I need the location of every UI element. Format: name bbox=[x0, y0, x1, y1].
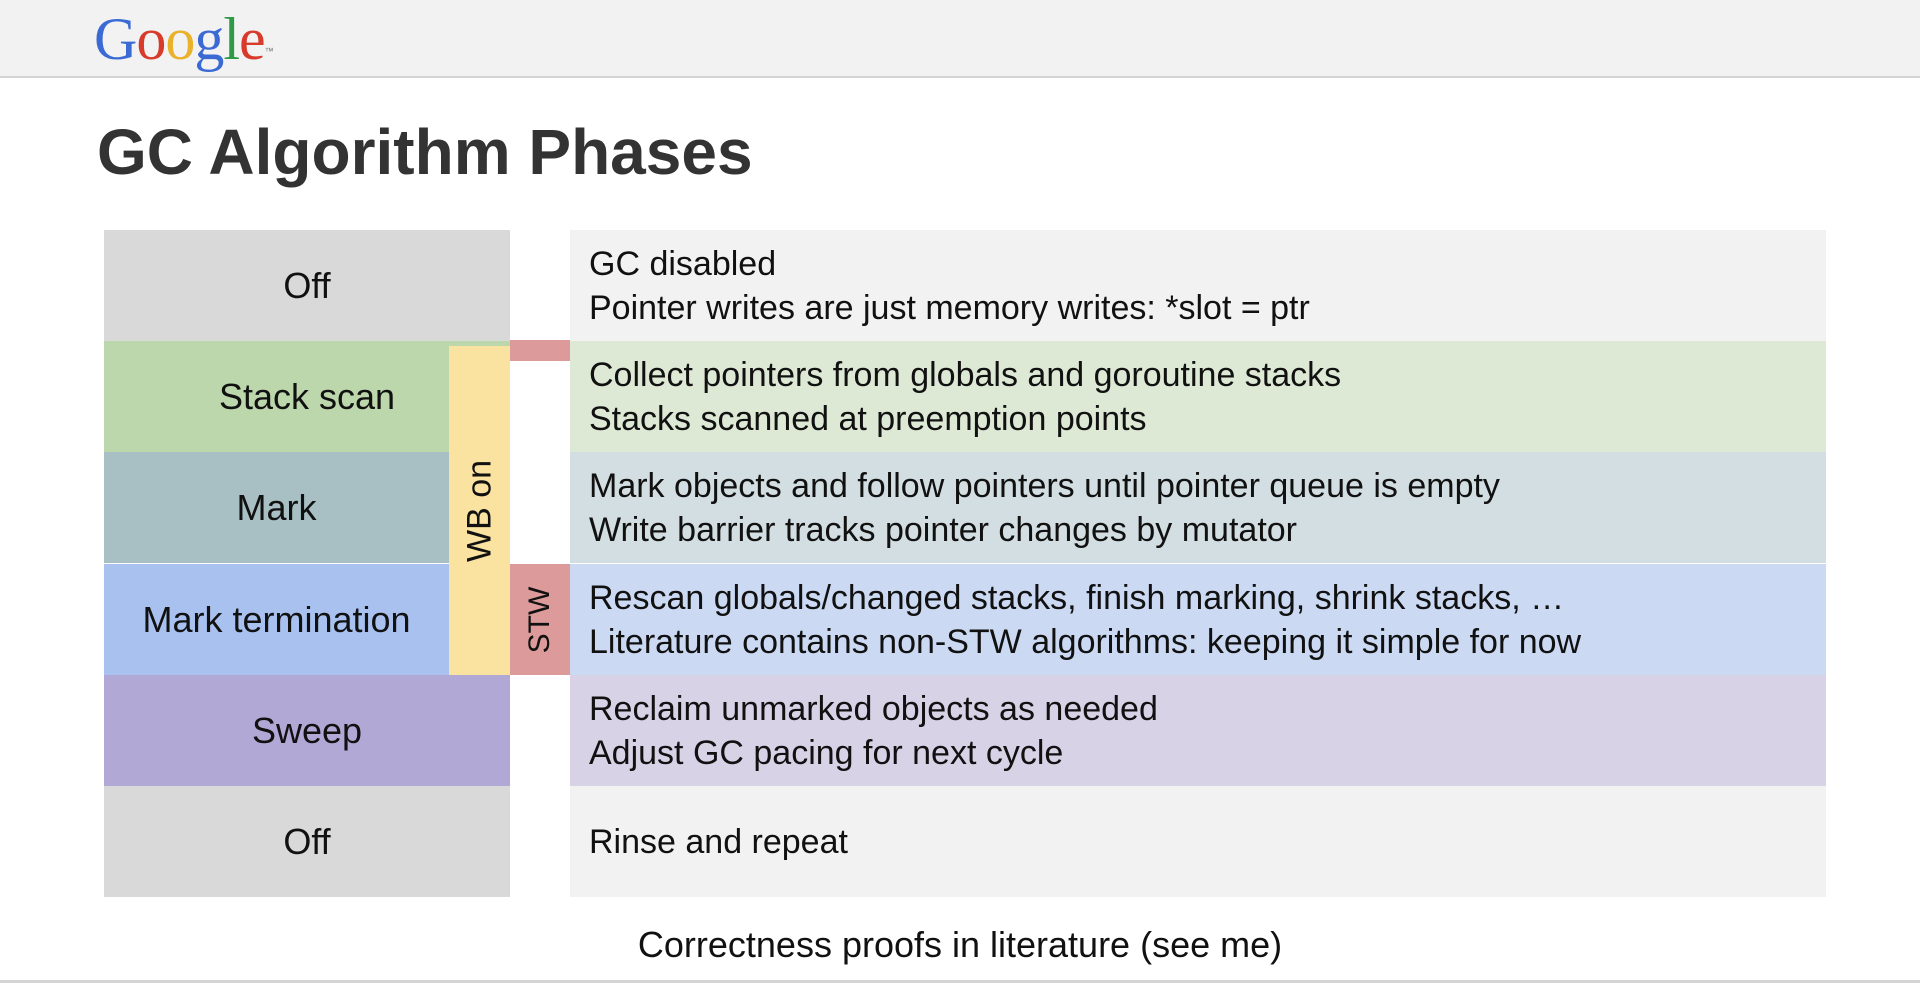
logo-letter-1: G bbox=[94, 6, 137, 72]
description-line: Reclaim unmarked objects as needed bbox=[589, 689, 1158, 728]
phase-off-repeat: Off bbox=[104, 786, 510, 897]
description-line: Stacks scanned at preemption points bbox=[589, 399, 1147, 438]
phase-label: Off bbox=[283, 820, 331, 862]
description-line: Rescan globals/changed stacks, finish ma… bbox=[589, 578, 1565, 617]
phase-stack-scan: Stack scan bbox=[104, 341, 510, 452]
logo-letter-3: o bbox=[165, 6, 195, 72]
write-barrier-bar: WB on bbox=[449, 346, 510, 675]
stw-label: STW bbox=[523, 586, 556, 653]
phase-label: Mark bbox=[236, 486, 317, 528]
phase-description-stack-scan: Collect pointers from globals and gorout… bbox=[570, 341, 1826, 452]
header-bar: Google™ bbox=[0, 0, 1920, 78]
write-barrier-label: WB on bbox=[460, 459, 498, 562]
phase-label: Sweep bbox=[251, 709, 363, 751]
logo-letter-4: g bbox=[194, 6, 224, 72]
phase-description-mark-termination: Rescan globals/changed stacks, finish ma… bbox=[570, 564, 1826, 675]
phase-mark-termination: Mark termination bbox=[104, 564, 449, 675]
description-line: Mark objects and follow pointers until p… bbox=[589, 466, 1500, 505]
description-line: Collect pointers from globals and gorout… bbox=[589, 355, 1342, 394]
phase-off: Off bbox=[104, 230, 510, 341]
phase-label: Mark termination bbox=[142, 598, 411, 640]
description-line: Adjust GC pacing for next cycle bbox=[589, 733, 1064, 772]
phase-label: Stack scan bbox=[218, 375, 396, 417]
trademark-mark: ™ bbox=[264, 46, 274, 56]
logo-letter-6: e bbox=[239, 6, 266, 72]
phase-sweep: Sweep bbox=[104, 675, 510, 786]
description-line: Pointer writes are just memory writes: *… bbox=[589, 288, 1310, 327]
phase-description-off: GC disabled Pointer writes are just memo… bbox=[570, 230, 1826, 341]
logo-letter-2: o bbox=[136, 6, 166, 72]
phase-description-sweep: Reclaim unmarked objects as needed Adjus… bbox=[570, 675, 1826, 786]
stw-bar: STW bbox=[510, 564, 570, 675]
phase-description-off-repeat: Rinse and repeat bbox=[570, 786, 1826, 897]
phase-mark: Mark bbox=[104, 452, 449, 563]
description-line: Literature contains non-STW algorithms: … bbox=[589, 622, 1582, 661]
phase-description-mark: Mark objects and follow pointers until p… bbox=[570, 452, 1826, 563]
stw-marker bbox=[510, 340, 570, 361]
footer-note: Correctness proofs in literature (see me… bbox=[637, 924, 1283, 965]
google-logo: Google™ bbox=[94, 4, 274, 74]
slide-title: GC Algorithm Phases bbox=[97, 116, 753, 188]
description-line: Rinse and repeat bbox=[589, 822, 848, 861]
logo-letter-5: l bbox=[223, 6, 240, 72]
description-line: GC disabled bbox=[589, 244, 777, 283]
bottom-divider bbox=[0, 980, 1920, 983]
description-line: Write barrier tracks pointer changes by … bbox=[589, 510, 1297, 549]
phase-label: Off bbox=[283, 264, 331, 306]
